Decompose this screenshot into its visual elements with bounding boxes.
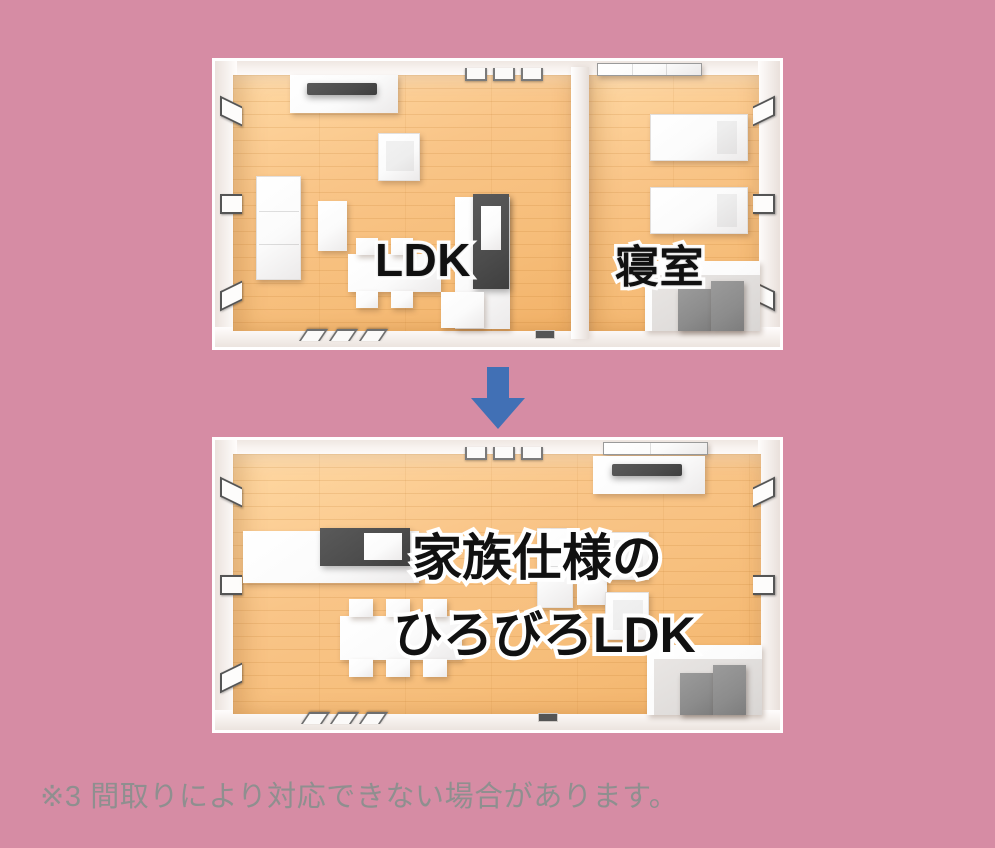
after-floor-plan: 家族仕様の ひろびろLDK — [212, 437, 783, 733]
partition-wall — [571, 67, 589, 339]
dining-table — [348, 254, 441, 292]
suitcase-2 — [713, 665, 746, 715]
room-label-ldk: LDK — [372, 231, 474, 290]
bottom-wall — [215, 327, 780, 347]
window-top-1 — [465, 447, 487, 460]
before-plan-canvas: LDK 寝室 — [215, 61, 780, 347]
bed-2 — [650, 187, 748, 234]
dining-chair-5 — [386, 659, 410, 677]
window-right-2 — [753, 575, 775, 595]
room-label-bedroom: 寝室 — [612, 240, 707, 296]
cooktop — [481, 206, 501, 250]
dining-chair-3 — [423, 599, 447, 617]
coffee-table — [318, 201, 347, 251]
headline-line-1: 家族仕様の — [408, 526, 666, 590]
sink — [364, 533, 402, 560]
dining-chair-1 — [356, 238, 378, 255]
dining-chair-4 — [349, 659, 373, 677]
window-top-1 — [465, 68, 487, 81]
footnote-caption: ※3 間取りにより対応できない場合があります。 — [40, 781, 679, 813]
refrigerator — [537, 528, 573, 608]
dining-table — [340, 616, 462, 660]
window-left-2 — [220, 575, 242, 595]
dining-chair-2 — [391, 238, 413, 255]
window-top-2 — [493, 447, 515, 460]
suitcase-1 — [678, 289, 711, 331]
down-arrow-icon — [470, 367, 526, 430]
suitcase-1 — [680, 673, 713, 715]
window-top-3 — [521, 68, 543, 81]
dining-chair-1 — [349, 599, 373, 617]
armchair-1 — [605, 532, 649, 580]
window-bedroom-top — [597, 63, 702, 76]
window-sliding-top — [603, 442, 708, 455]
window-right-2 — [753, 194, 775, 214]
armchair-2 — [605, 592, 649, 640]
armchair — [378, 133, 420, 181]
after-plan-canvas: 家族仕様の ひろびろLDK — [215, 440, 780, 730]
headline-line-2: ひろびろLDK — [389, 603, 700, 667]
television — [612, 464, 682, 476]
refrigerator — [473, 194, 509, 289]
dining-chair-2 — [386, 599, 410, 617]
dining-chair-4 — [391, 291, 413, 308]
window-top-3 — [521, 447, 543, 460]
window-bottom-4 — [538, 713, 558, 722]
sofa — [256, 176, 301, 280]
dining-chair-3 — [356, 291, 378, 308]
television — [307, 83, 377, 95]
window-top-2 — [493, 68, 515, 81]
counter-extension — [441, 292, 484, 328]
dining-chair-6 — [423, 659, 447, 677]
window-left-2 — [220, 194, 242, 214]
window-bottom-4 — [535, 330, 555, 339]
suitcase-2 — [711, 281, 744, 331]
cooktop — [320, 528, 410, 566]
side-table — [577, 557, 607, 605]
bed-1 — [650, 114, 748, 161]
before-floor-plan: LDK 寝室 — [212, 58, 783, 350]
